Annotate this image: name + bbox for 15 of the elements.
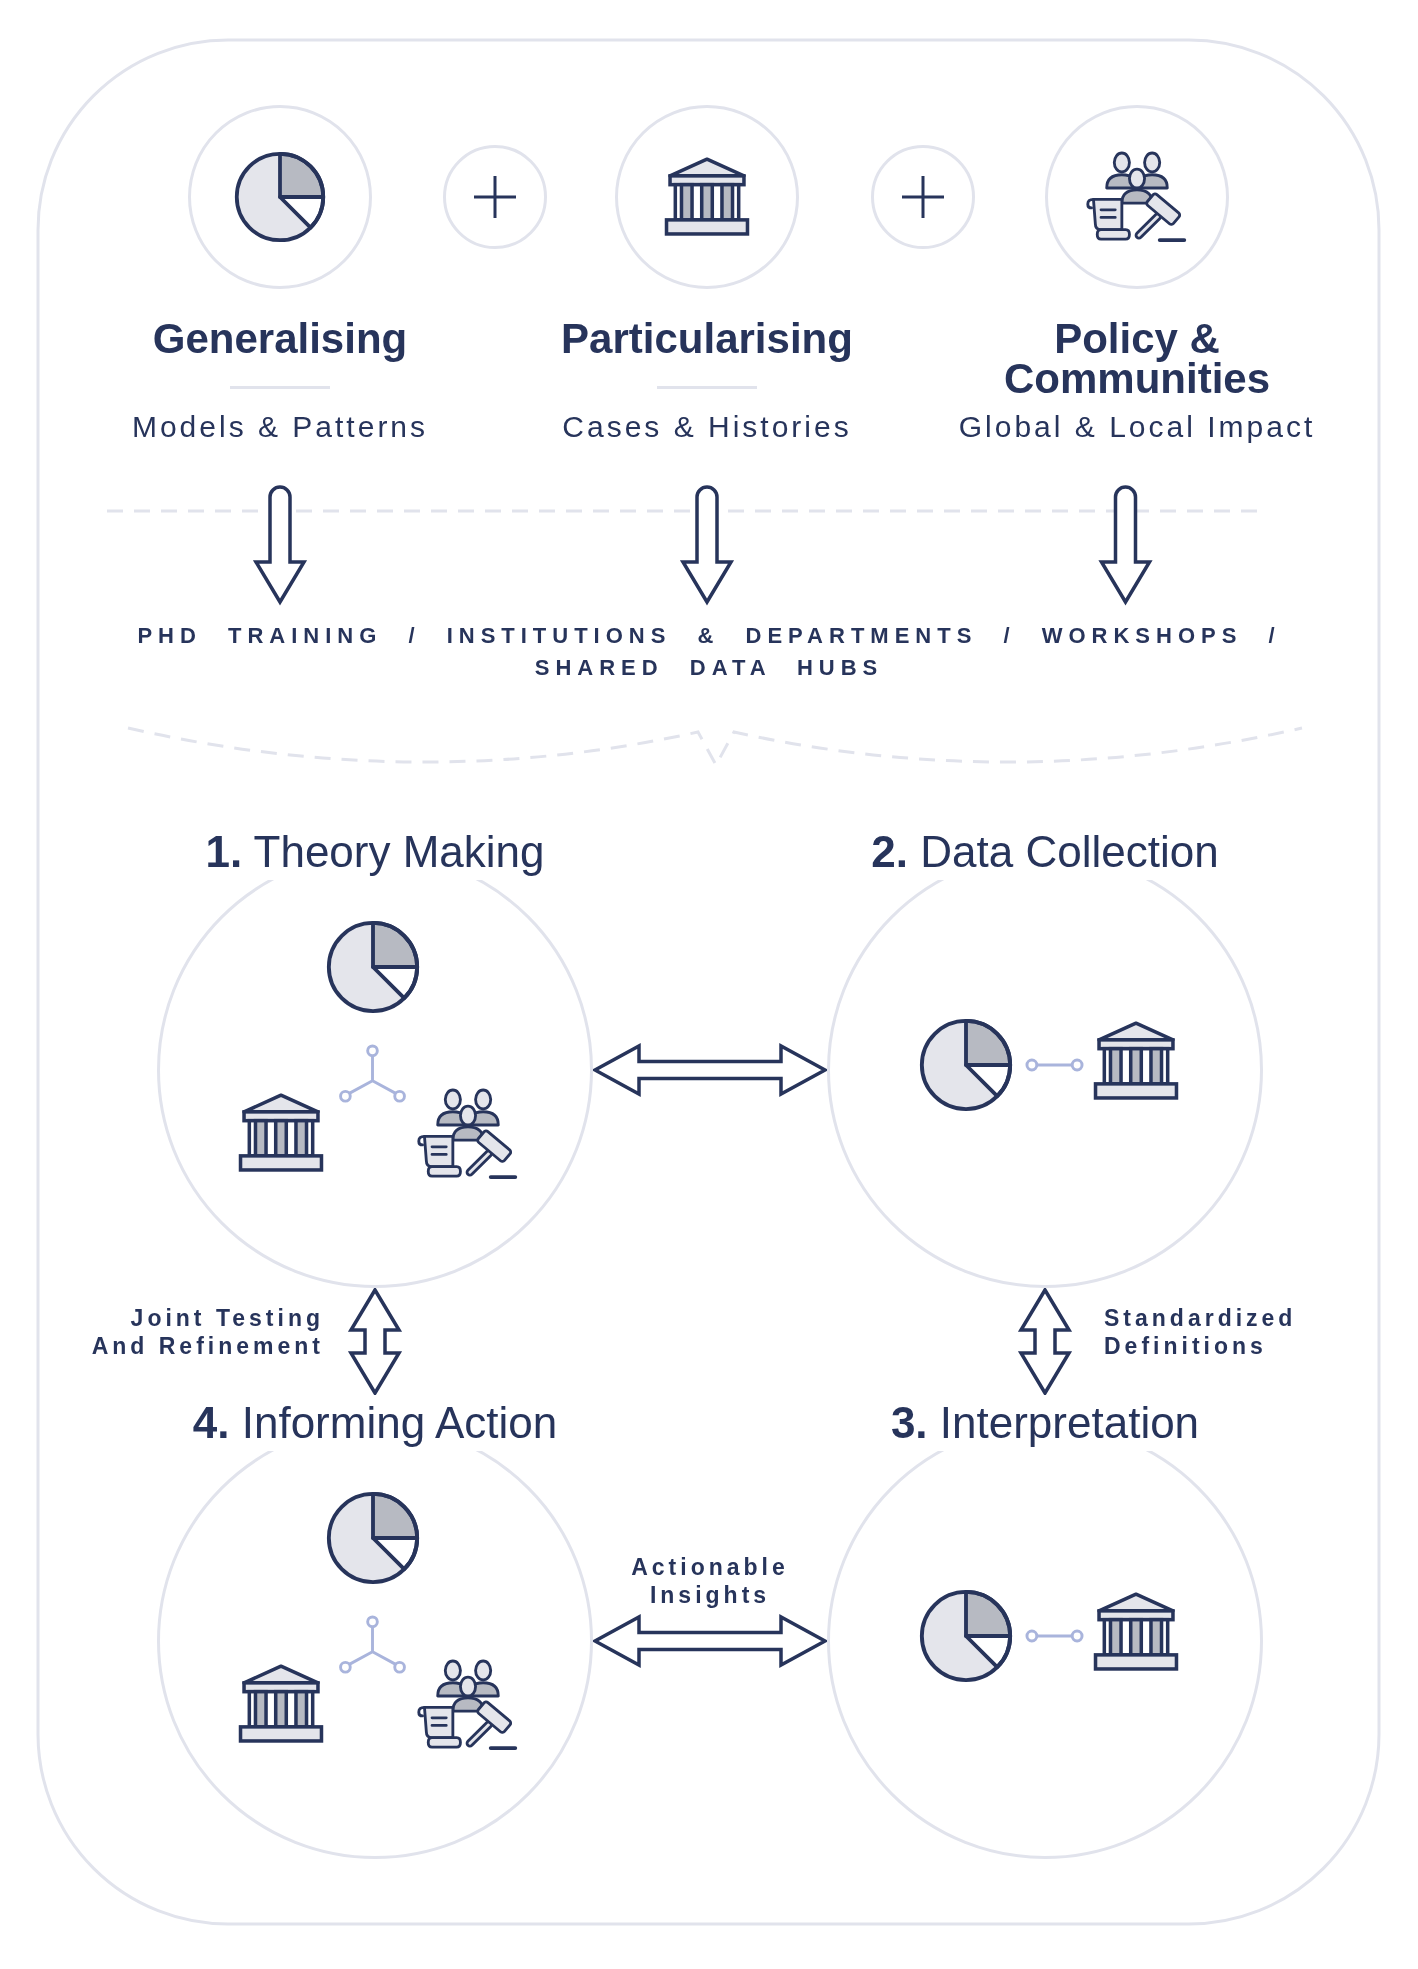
edge-label: Actionable Insights <box>630 1553 790 1609</box>
hollow-arrow <box>681 485 733 604</box>
edge-label: Standardized Definitions <box>1104 1304 1298 1360</box>
hollow-arrow <box>1099 485 1152 604</box>
double-headed-arrow <box>1017 1286 1073 1397</box>
double-headed-arrow <box>347 1286 403 1397</box>
double-headed-arrow <box>591 1043 829 1097</box>
hollow-arrow <box>254 485 306 604</box>
category-list: PHD TRAINING / INSTITUTIONS & DEPARTMENTS / WORKSHOPS / SHARED DATA HUBS <box>119 620 1299 684</box>
category-subtitle: Cases & Histories <box>562 409 852 445</box>
double-headed-arrow <box>591 1614 829 1668</box>
category-title: Policy & Communities <box>1003 319 1271 399</box>
category-subtitle: Models & Patterns <box>131 409 429 445</box>
category-subtitle: Global & Local Impact <box>958 409 1316 445</box>
edge-label: Joint Testing And Refinement <box>90 1304 324 1360</box>
